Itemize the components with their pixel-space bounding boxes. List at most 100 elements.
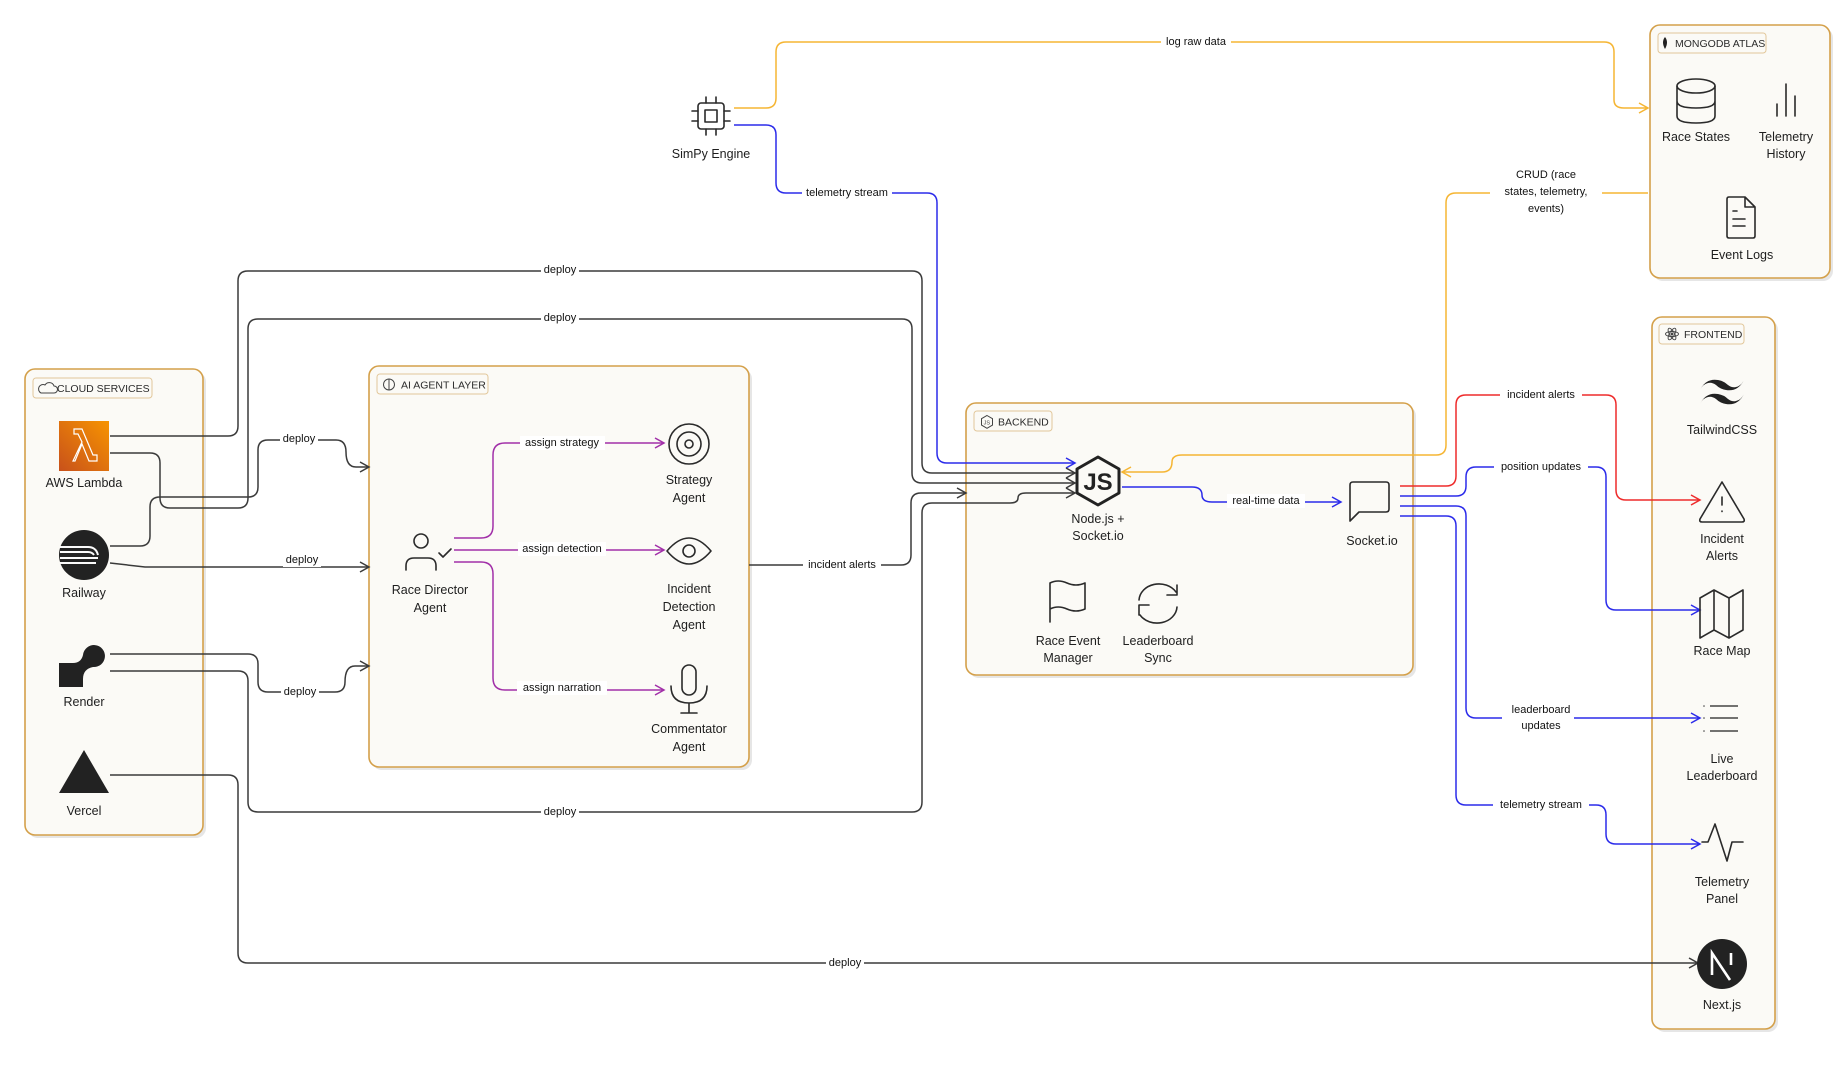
edge-label: real-time data [1232,495,1300,507]
eye-icon [666,537,712,565]
bar-chart-icon [1776,83,1796,117]
group-label: BACKEND [998,417,1049,429]
edge-label: assign strategy [525,437,599,449]
microphone-icon [670,664,708,714]
edge-assign-detection: assign detection [454,542,666,556]
node-label: Agent [414,601,447,615]
node-label: Race Map [1694,644,1751,658]
node-render[interactable]: Render [59,645,105,709]
node-label: Render [64,695,105,709]
edge-log-raw-data: log raw data [734,35,1650,114]
node-race-director-agent[interactable]: Race Director Agent [392,533,468,615]
edge-deploy-railway-ai: deploy [109,553,371,573]
edge-fe-incident-alerts: incident alerts [1400,388,1702,506]
node-event-logs[interactable]: Event Logs [1711,196,1774,262]
group-badge [1657,32,1767,54]
edge-label: leaderboard [1512,704,1571,716]
group-badge [376,373,489,395]
node-race-states[interactable]: Race States [1662,78,1730,144]
group-ai-agent-layer: AI AGENT LAYER [368,365,752,770]
node-label: Commentator [651,722,727,736]
node-railway[interactable]: Railway [59,530,109,600]
edge-label: deploy [544,264,577,276]
edge-label: telemetry stream [1500,799,1582,811]
node-race-map[interactable]: Race Map [1694,589,1751,658]
edge-label: deploy [283,433,316,445]
node-label: Alerts [1706,549,1738,563]
edge-label: deploy [286,554,319,566]
edge-fe-telemetry-stream: telemetry stream [1400,515,1702,850]
group-badge [973,410,1053,432]
leaf-icon [1663,37,1667,49]
js-icon: JS [981,414,993,429]
edge-deploy-railway-backend: deploy [110,311,1077,509]
edge-label: incident alerts [808,559,876,571]
cpu-icon [691,96,731,136]
edge-label: incident alerts [1507,389,1575,401]
edge-label: updates [1521,720,1561,732]
node-label: Leaderboard [1687,769,1758,783]
list-icon [1703,705,1738,732]
group-frontend: FRONTEND [1651,316,1778,1032]
node-nodejs-socketio[interactable]: JS Node.js + Socket.io [1071,455,1125,543]
vercel-triangle-icon [59,750,109,793]
edge-label: events) [1528,203,1564,215]
node-label: Panel [1706,892,1738,906]
group-label: MONGODB ATLAS [1675,38,1765,50]
node-aws-lambda[interactable]: AWS Lambda [46,421,123,490]
edge-label: deploy [284,686,317,698]
node-telemetry-panel[interactable]: Telemetry Panel [1695,823,1750,906]
node-incident-detection-agent[interactable]: Incident Detection Agent [663,537,716,632]
node-label: Agent [673,618,706,632]
node-simpy-engine[interactable]: SimPy Engine [672,96,751,161]
node-label: Socket.io [1346,534,1397,548]
node-vercel[interactable]: Vercel [59,750,109,818]
node-label: Incident [667,582,711,596]
node-incident-alerts[interactable]: Incident Alerts [1698,481,1746,563]
node-race-event-manager[interactable]: Race Event Manager [1036,580,1101,665]
node-label: Manager [1043,651,1092,665]
document-icon [1726,196,1756,239]
node-label: Race Director [392,583,468,597]
map-icon [1699,589,1744,639]
node-nextjs[interactable]: Next.js [1697,939,1747,1012]
user-check-icon [405,533,452,571]
group-label: CLOUD SERVICES [57,383,150,395]
edge-deploy-lambda-ai: deploy [110,432,371,547]
edge-deploy-lambda-backend: deploy [110,263,1077,479]
node-label: Next.js [1703,998,1741,1012]
node-label: Node.js + [1071,512,1124,526]
edge-label: position updates [1501,461,1582,473]
node-commentator-agent[interactable]: Commentator Agent [651,664,727,754]
edge-deploy-vercel-next: deploy [110,774,1700,970]
edge-leaderboard-updates: leaderboard updates [1400,505,1702,734]
node-strategy-agent[interactable]: Strategy Agent [666,423,713,505]
node-tailwindcss[interactable]: TailwindCSS [1687,379,1757,437]
edge-position-updates: position updates [1400,460,1702,616]
node-label: TailwindCSS [1687,423,1757,437]
node-label: Agent [673,740,706,754]
react-icon [1665,327,1679,341]
edge-label: deploy [829,957,862,969]
edge-assign-narration: assign narration [454,561,666,696]
pulse-icon [1701,823,1744,862]
node-leaderboard-sync[interactable]: Leaderboard Sync [1123,583,1194,665]
svg-text:JS: JS [1083,469,1112,496]
node-telemetry-history[interactable]: Telemetry History [1759,83,1814,161]
edge-label: assign detection [522,543,602,555]
node-label: Event Logs [1711,248,1774,262]
edge-label: deploy [544,312,577,324]
lambda-icon [59,421,109,471]
nextjs-icon [1697,939,1747,989]
node-label: Telemetry [1695,875,1750,889]
edge-label: states, telemetry, [1505,186,1588,198]
svg-text:JS: JS [984,421,991,427]
node-socketio[interactable]: Socket.io [1346,481,1398,548]
edge-deploy-render-ai: deploy [110,653,371,699]
nodejs-icon: JS [1075,455,1121,507]
brain-icon [383,378,395,391]
node-label: History [1767,147,1807,161]
node-live-leaderboard[interactable]: Live Leaderboard [1687,705,1758,783]
cloud-icon [38,382,58,394]
